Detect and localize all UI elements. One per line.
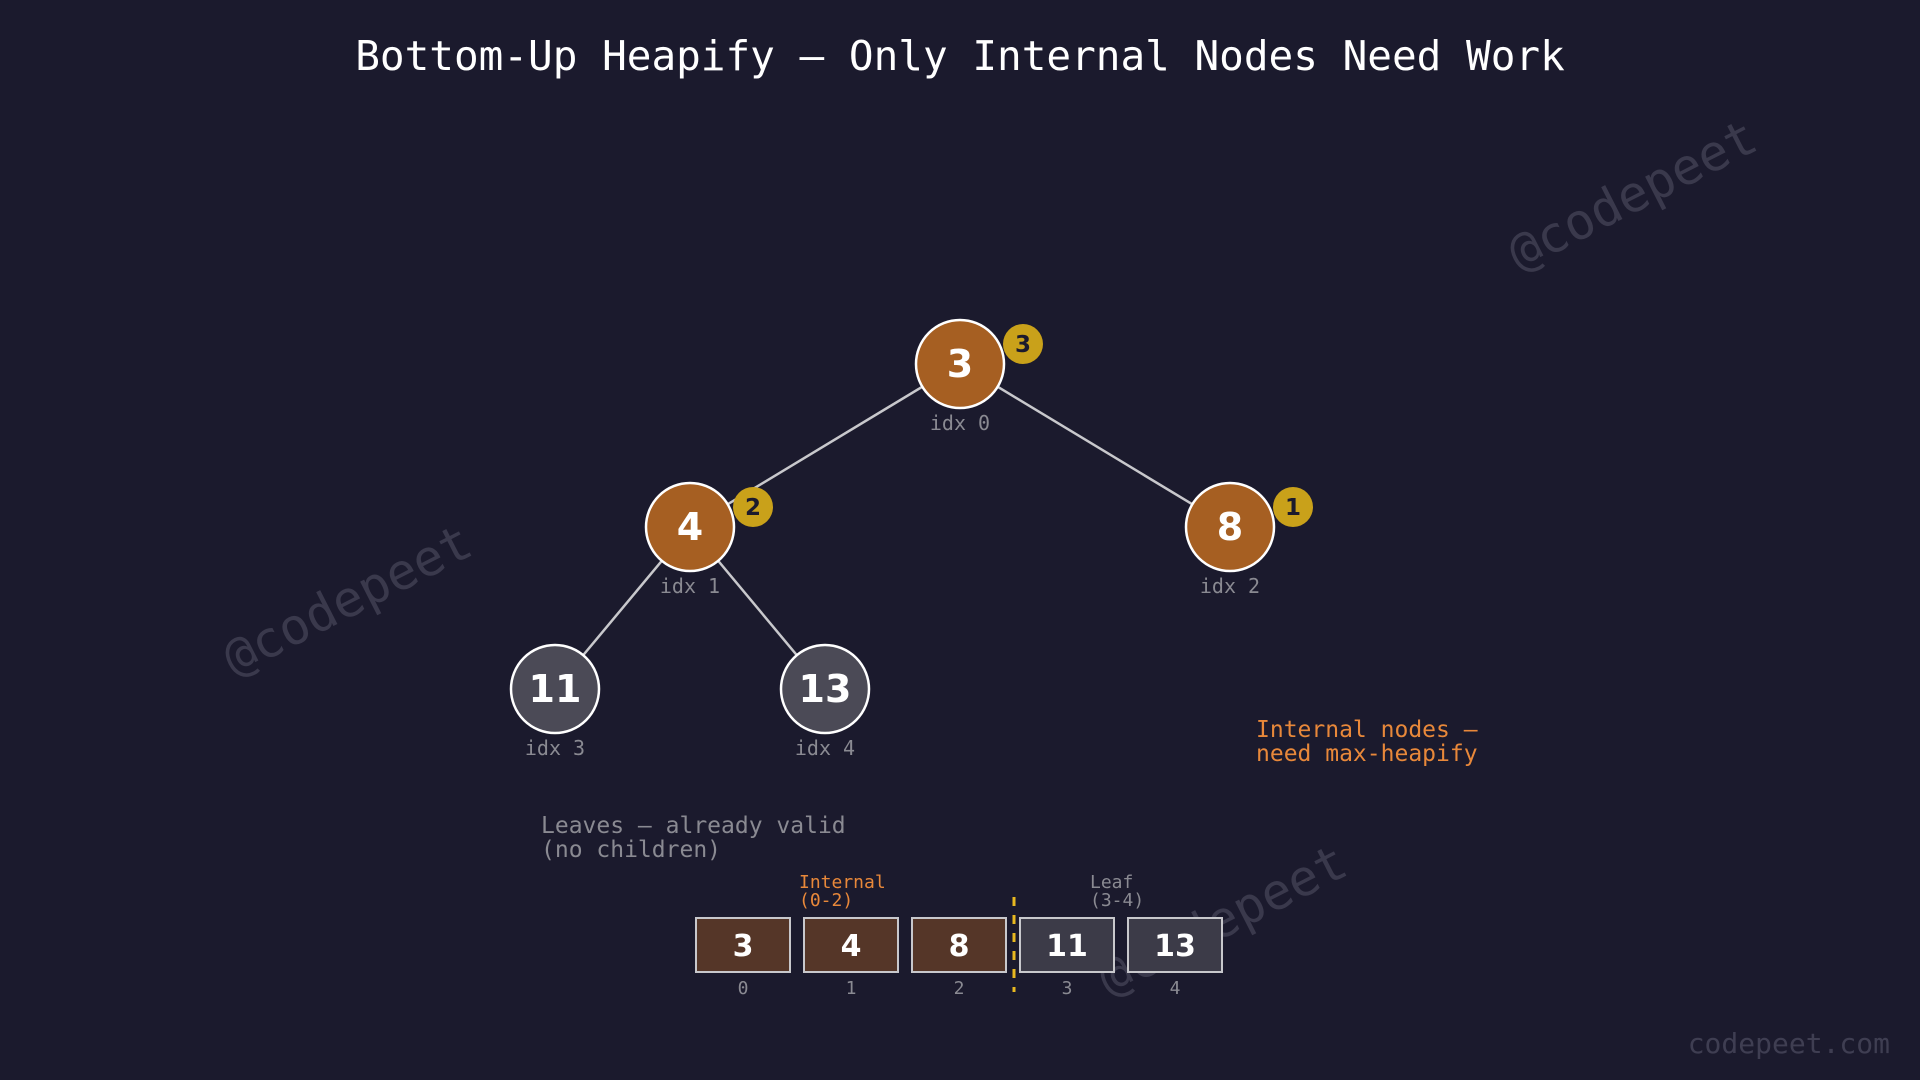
array-cell-internal: 41 bbox=[803, 917, 899, 999]
heapify-order-number: 3 bbox=[1015, 332, 1031, 358]
node-value: 3 bbox=[947, 342, 973, 386]
array-cell-value: 13 bbox=[1154, 929, 1196, 964]
node-index-label: idx 1 bbox=[660, 574, 720, 598]
array-cell-box bbox=[695, 917, 791, 973]
node-value: 8 bbox=[1217, 505, 1243, 549]
array-cell-index: 1 bbox=[846, 978, 857, 999]
array-leaf-label: Leaf (3-4) bbox=[1090, 872, 1144, 911]
node-value: 4 bbox=[677, 505, 703, 549]
node-circle bbox=[779, 643, 871, 735]
heapify-order-badge bbox=[1003, 324, 1043, 364]
node-index-label: idx 2 bbox=[1200, 574, 1260, 598]
tree-node-internal: 8 idx 2 1 bbox=[1184, 481, 1313, 598]
node-circle bbox=[1184, 481, 1276, 573]
leaves-note-line-1: Leaves — already valid bbox=[541, 813, 846, 839]
tree-node-internal: 3 idx 0 3 bbox=[914, 318, 1043, 435]
node-value: 13 bbox=[799, 667, 852, 711]
array-internal-label-line-1: Internal bbox=[799, 872, 886, 893]
array-leaf-label-line-1: Leaf bbox=[1090, 872, 1133, 893]
array-cell-value: 4 bbox=[841, 929, 862, 964]
array-cell-box bbox=[1019, 917, 1115, 973]
heapify-order-number: 2 bbox=[745, 495, 761, 521]
node-index-label: idx 3 bbox=[525, 736, 585, 760]
array-cell-box bbox=[911, 917, 1007, 973]
array-leaf-label-line-2: (3-4) bbox=[1090, 890, 1144, 911]
node-index-label: idx 0 bbox=[930, 411, 990, 435]
array-cell-value: 8 bbox=[949, 929, 970, 964]
node-circle bbox=[914, 318, 1006, 410]
array-internal-label: Internal (0-2) bbox=[799, 872, 897, 911]
leaves-note: Leaves — already valid (no children) bbox=[541, 813, 860, 863]
node-value: 11 bbox=[529, 667, 582, 711]
footer-site: codepeet.com bbox=[1688, 1027, 1890, 1060]
array-cell-value: 3 bbox=[733, 929, 754, 964]
array-cell-leaf: 11 3 bbox=[1019, 917, 1115, 999]
tree-node-internal: 4 idx 1 2 bbox=[644, 481, 773, 598]
internal-nodes-note-line-2: need max-heapify bbox=[1256, 741, 1478, 767]
array-internal-label-line-2: (0-2) bbox=[799, 890, 853, 911]
diagram-title: Bottom-Up Heapify — Only Internal Nodes … bbox=[355, 32, 1565, 80]
node-circle bbox=[644, 481, 736, 573]
array-cell-internal: 30 bbox=[695, 917, 791, 999]
array-cell-leaf: 13 4 bbox=[1127, 917, 1223, 999]
array-cell-box bbox=[803, 917, 899, 973]
tree-node-leaf: 13 idx 4 bbox=[779, 643, 871, 760]
tree-edge bbox=[959, 362, 1231, 529]
array-cell-internal: 82 bbox=[911, 917, 1007, 999]
heapify-order-badge bbox=[733, 487, 773, 527]
array-cell-value: 11 bbox=[1046, 929, 1088, 964]
array-cell-index: 0 bbox=[738, 978, 749, 999]
leaves-note-line-2: (no children) bbox=[541, 837, 721, 863]
heapify-order-number: 1 bbox=[1285, 495, 1301, 521]
array-cell-index: 4 bbox=[1170, 978, 1181, 999]
node-index-label: idx 4 bbox=[795, 736, 855, 760]
array-cell-index: 2 bbox=[954, 978, 965, 999]
tree-node-leaf: 11 idx 3 bbox=[509, 643, 601, 760]
internal-nodes-note: Internal nodes — need max-heapify bbox=[1256, 717, 1491, 767]
node-circle bbox=[509, 643, 601, 735]
heapify-order-badge bbox=[1273, 487, 1313, 527]
internal-nodes-note-line-1: Internal nodes — bbox=[1256, 717, 1478, 743]
array-cell-index: 3 bbox=[1062, 978, 1073, 999]
array-cell-box bbox=[1127, 917, 1223, 973]
